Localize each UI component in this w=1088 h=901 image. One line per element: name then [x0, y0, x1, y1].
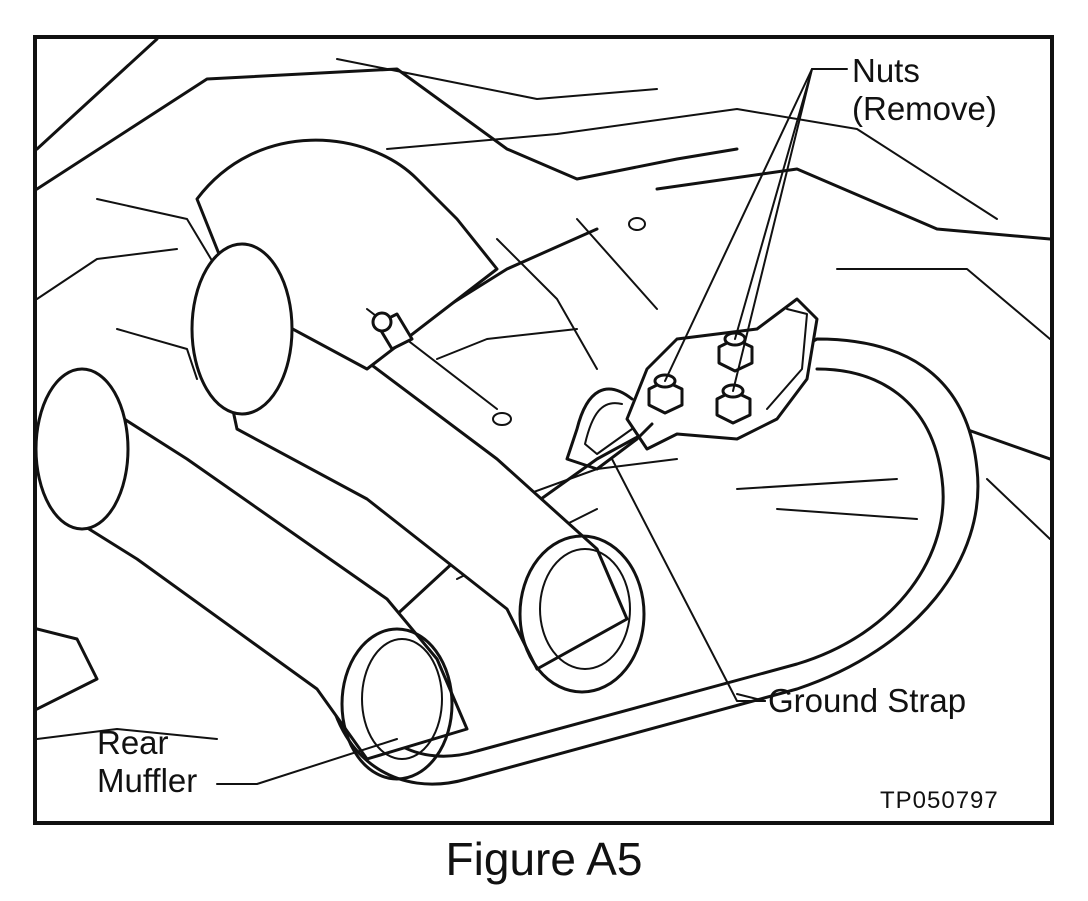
upper-tailpipe — [190, 138, 646, 694]
mounting-bracket — [371, 297, 819, 451]
leader-lines — [216, 68, 848, 785]
rear-muffler-label-line1: Rear — [97, 724, 169, 761]
nuts-callout: Nuts(Remove) — [852, 52, 997, 128]
nuts-label-line1: Nuts — [852, 52, 920, 89]
exhaust-illustration — [37, 39, 1050, 786]
nut-1 — [647, 373, 684, 415]
rear-muffler — [325, 337, 980, 786]
nuts-label-line2: (Remove) — [852, 90, 997, 127]
ground-strap — [565, 387, 654, 471]
figure-caption: Figure A5 — [445, 833, 643, 885]
lower-tailpipe — [37, 367, 469, 781]
rear-muffler-label-line2: Muffler — [97, 762, 198, 799]
figure-code: TP050797 — [880, 787, 999, 814]
ground-strap-label: Ground Strap — [768, 682, 967, 719]
